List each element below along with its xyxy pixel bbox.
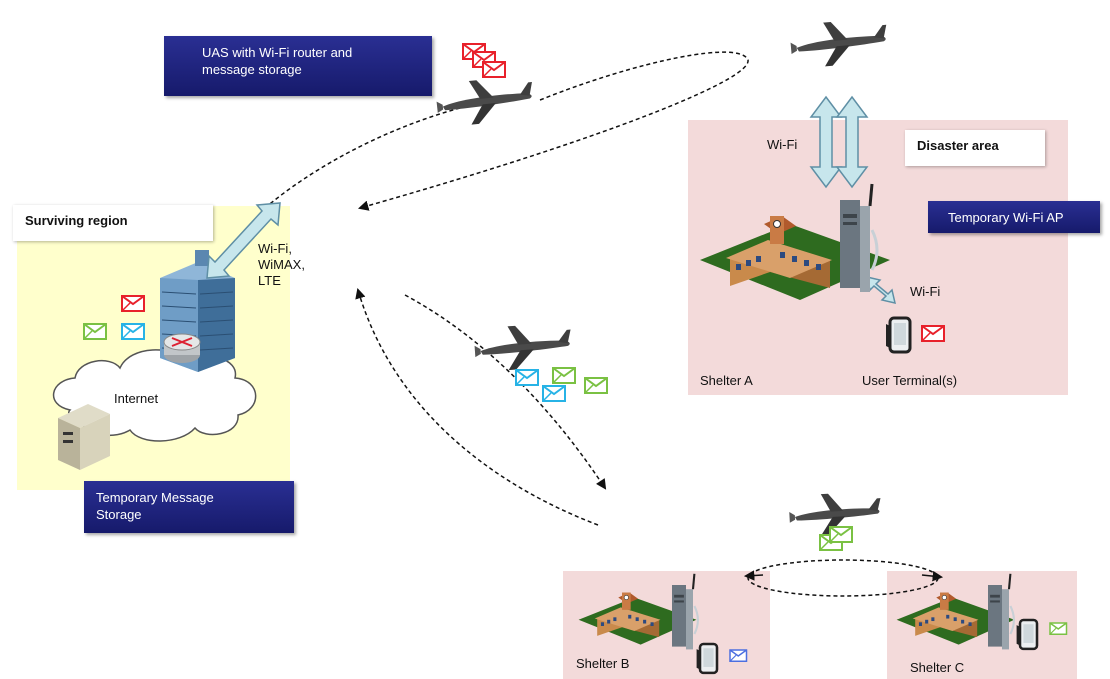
wifi-label-top: Wi-Fi <box>767 137 798 152</box>
temp-wifi-ap-callout: Temporary Wi-Fi AP <box>928 201 1100 233</box>
envelope-icon <box>1049 622 1068 635</box>
uas-callout: UAS with Wi-Fi router and message storag… <box>164 36 432 96</box>
flight-path-to-disaster-area <box>357 51 749 211</box>
link-tech-wifi: Wi-Fi, <box>258 241 292 256</box>
mobile-terminal-icon <box>695 642 719 675</box>
temp-storage-callout: Temporary Message Storage <box>84 481 294 533</box>
envelope-icon <box>729 649 748 662</box>
surviving-region-label: Surviving region <box>13 205 213 241</box>
uas-callout-text: UAS with Wi-Fi router and message storag… <box>202 45 353 77</box>
loop-arrow-right <box>921 570 944 582</box>
bidirectional-arrow-icon <box>809 95 869 189</box>
uas-plane-icon <box>789 17 890 70</box>
link-tech-lte: LTE <box>258 273 281 288</box>
flight-path-return <box>355 287 599 526</box>
loop-arrow-left <box>743 570 764 581</box>
server-icon <box>58 404 110 470</box>
wifi-wimax-lte-label: Wi-Fi, WiMAX, LTE <box>258 241 305 289</box>
shelter-b-label: Shelter B <box>576 656 630 671</box>
uas-plane-icon <box>473 321 574 373</box>
envelope-icon <box>515 369 539 386</box>
flight-path-to-shelters <box>404 294 607 490</box>
envelope-icon <box>584 377 608 394</box>
mobile-terminal-icon <box>884 316 912 354</box>
disaster-area-label: Disaster area <box>905 130 1045 166</box>
link-tech-wimax: WiMAX, <box>258 257 305 272</box>
envelope-icon <box>121 295 145 312</box>
envelope-icon <box>83 323 107 340</box>
uas-plane-icon <box>434 74 536 129</box>
router-icon <box>163 333 201 363</box>
internet-label: Internet <box>114 391 159 406</box>
shelter-a-label: Shelter A <box>700 373 753 388</box>
envelope-icon <box>552 367 576 384</box>
envelope-icon <box>121 323 145 340</box>
shelter-c-label: Shelter C <box>910 660 965 675</box>
envelope-icon <box>921 325 945 342</box>
flight-path-from-region <box>264 107 461 209</box>
envelope-icon <box>829 526 853 543</box>
bidirectional-arrow-icon <box>206 202 281 279</box>
bidirectional-arrow-icon <box>865 275 897 305</box>
surviving-region-text: Surviving region <box>25 213 128 228</box>
envelope-icon <box>542 385 566 402</box>
temp-wifi-ap-text: Temporary Wi-Fi AP <box>948 210 1064 225</box>
user-terminals-label: User Terminal(s) <box>862 373 958 388</box>
temp-storage-text: Temporary Message Storage <box>96 490 214 522</box>
wifi-label-ap: Wi-Fi <box>910 284 941 299</box>
envelope-icon <box>482 61 506 78</box>
surviving-region-area <box>17 206 290 490</box>
disaster-area-text: Disaster area <box>917 138 999 153</box>
mobile-terminal-icon <box>1015 618 1039 651</box>
